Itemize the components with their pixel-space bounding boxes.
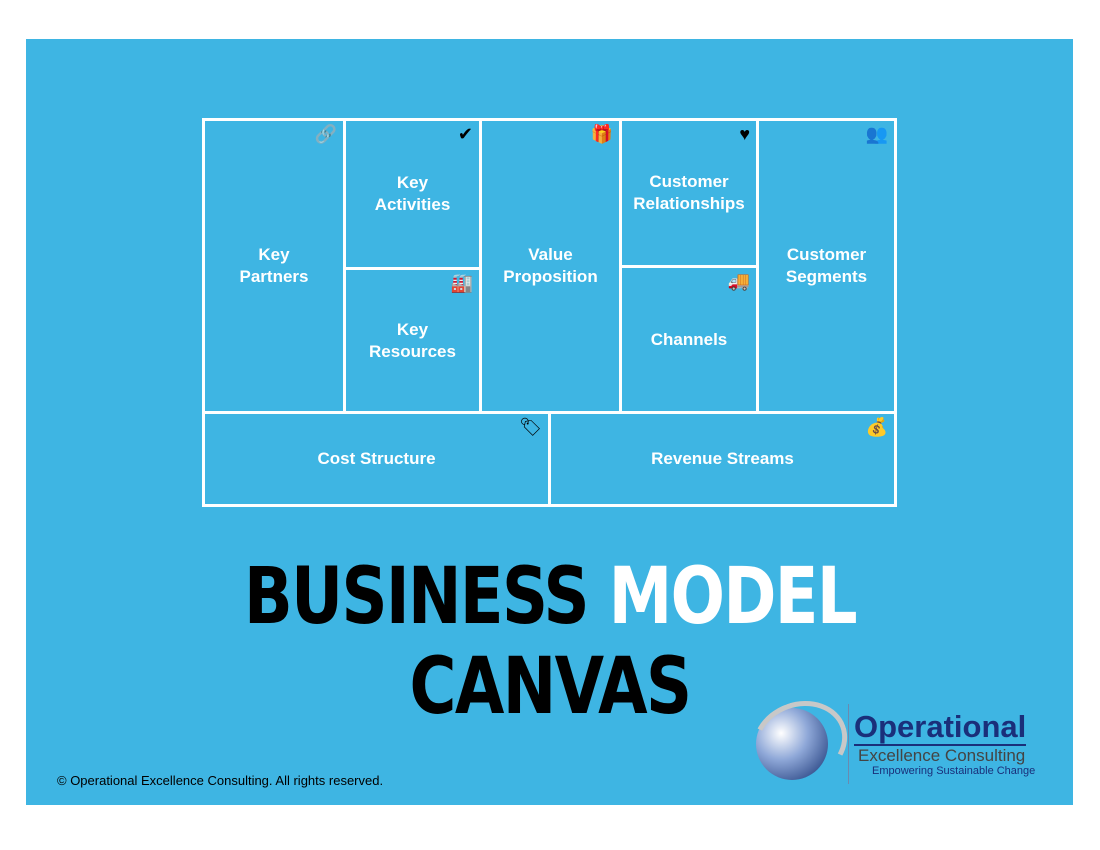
key-activities-block: ✔Key Activities: [343, 118, 482, 270]
factory-icon: 🏭: [450, 273, 473, 293]
title-canvas: CANVAS: [409, 642, 693, 732]
logo-divider: [848, 704, 849, 784]
copyright-text: © Operational Excellence Consulting. All…: [57, 773, 384, 788]
check-circle-icon: ✔: [457, 124, 473, 144]
users-icon: 👥: [865, 124, 888, 144]
title-model: MODEL: [608, 552, 858, 642]
cost-structure-block: 🏷Cost Structure: [202, 411, 551, 507]
value-proposition-block: 🎁Value Proposition: [479, 118, 622, 414]
truck-icon: 🚚: [727, 271, 750, 291]
revenue-streams-block: 💰Revenue Streams: [548, 411, 897, 507]
logo-line1: Operational: [854, 709, 1027, 746]
heart-icon: ♥: [739, 124, 750, 144]
page-title: BUSINESS MODEL CANVAS: [99, 552, 1001, 732]
tag-icon: 🏷: [519, 417, 542, 437]
money-bag-icon: 💰: [865, 417, 888, 437]
key-partners-block: 🔗Key Partners: [202, 118, 346, 414]
title-business: BUSINESS: [244, 552, 609, 642]
channels-block: 🚚Channels: [619, 265, 759, 414]
logo-tagline: Empowering Sustainable Change: [872, 765, 1036, 777]
key-resources-block: 🏭Key Resources: [343, 267, 482, 414]
link-icon: 🔗: [314, 124, 337, 144]
logo-line2: Excellence Consulting: [858, 746, 1026, 765]
company-logo: Operational Excellence Consulting Empowe…: [741, 687, 1052, 797]
gift-icon: 🎁: [590, 124, 613, 144]
customer-relationships-block: ♥Customer Relationships: [619, 118, 759, 268]
orbit-arrow-icon: [741, 687, 859, 797]
customer-segments-block: 👥Customer Segments: [756, 118, 897, 414]
globe-icon: [756, 708, 828, 780]
